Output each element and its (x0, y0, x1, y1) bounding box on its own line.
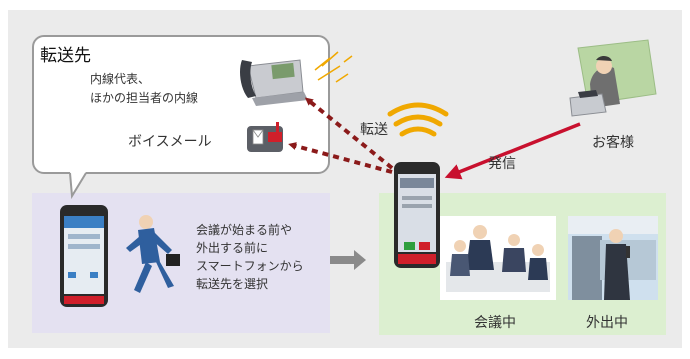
meeting-label: 会議中 (474, 315, 516, 331)
forwarding-line-1: 内線代表、 (90, 72, 151, 86)
flow-arrow (330, 250, 366, 270)
instruction-line-3: スマートフォンから (196, 259, 304, 273)
instruction-line-4: 転送先を選択 (196, 277, 269, 291)
smartphone-small-icon (60, 205, 108, 307)
call-arrow (444, 122, 581, 180)
callout-tail (69, 172, 87, 200)
call-label: 発信 (488, 156, 516, 172)
voicemail-icon (247, 122, 283, 152)
outside-label: 外出中 (586, 315, 628, 331)
smartphone-icon (394, 162, 440, 268)
forwarding-line-2: ほかの担当者の内線 (90, 91, 199, 105)
businessman-icon (126, 215, 180, 293)
instruction-line-2: 外出する前に (196, 241, 269, 255)
forward-arrows (288, 97, 394, 174)
meeting-icon (440, 216, 556, 300)
instruction-line-1: 会議が始まる前や (196, 223, 293, 237)
desk-phone-icon (240, 59, 308, 106)
ringing-marks-icon (314, 51, 353, 83)
forwarding-title: 転送先 (40, 46, 91, 66)
outside-icon (568, 216, 658, 300)
customer-label: お客様 (592, 135, 634, 151)
voicemail-label: ボイスメール (128, 134, 212, 150)
transfer-label: 転送 (360, 122, 388, 138)
customer-icon (569, 39, 657, 117)
signal-waves-icon (387, 102, 449, 137)
